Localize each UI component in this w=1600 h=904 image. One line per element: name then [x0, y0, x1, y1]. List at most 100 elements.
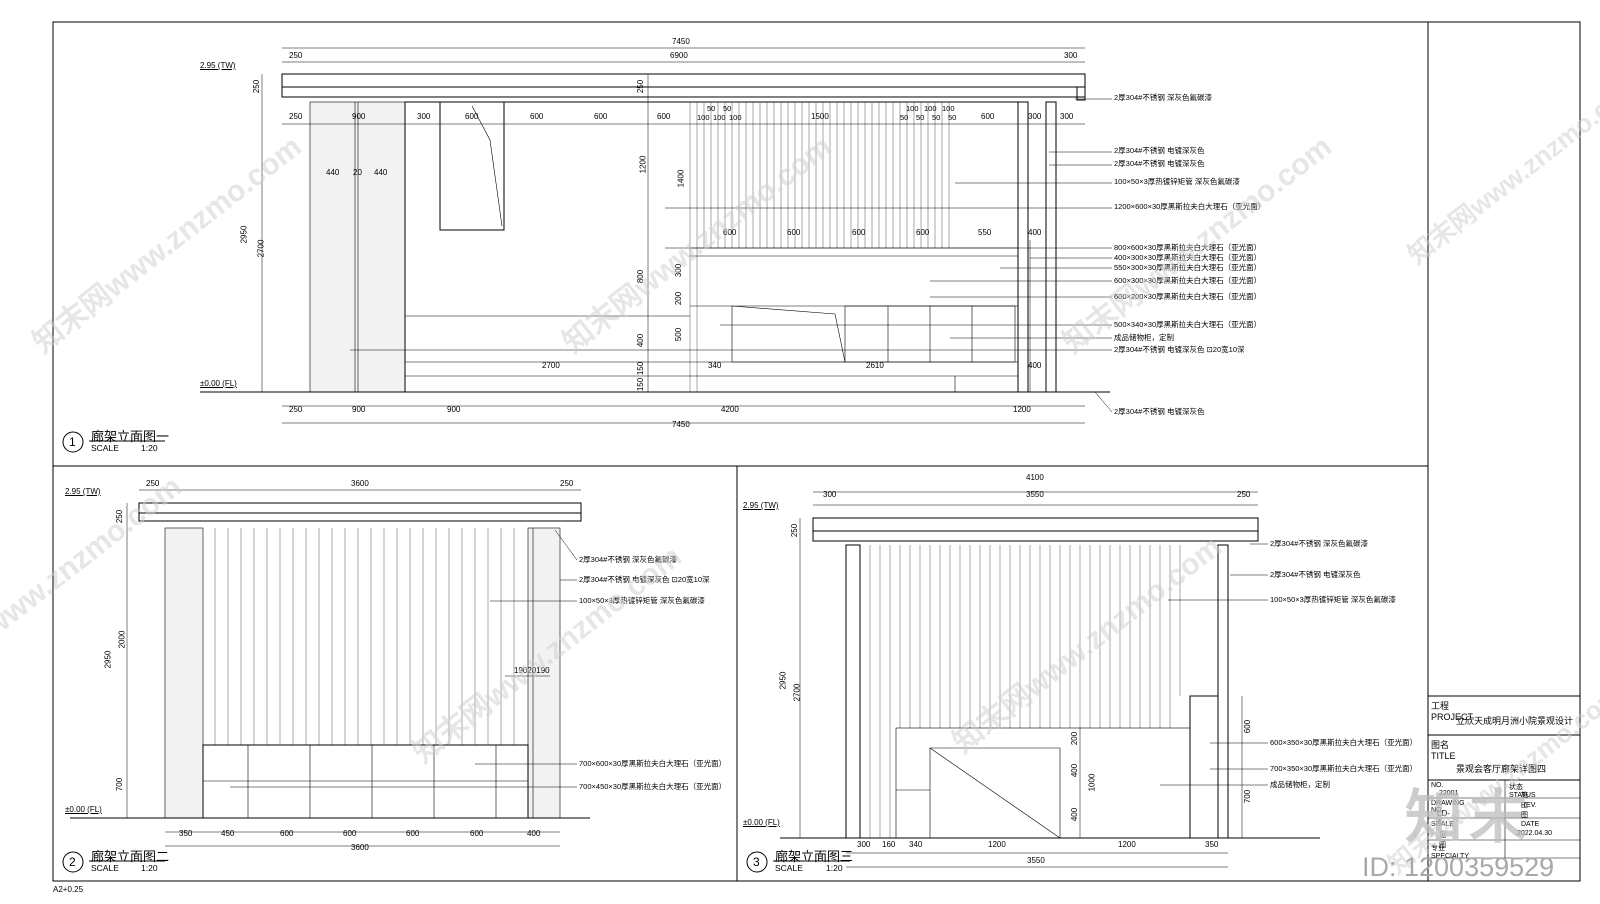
vert-dim-1200: 1200 [638, 155, 648, 174]
scale-value: 1:20 [141, 443, 158, 453]
note: 1200×600×30厚黑斯拉夫白大理石（亚光面） [1114, 202, 1266, 211]
top-dim-right: 250 [560, 479, 574, 488]
note: 2厚304#不锈钢 深灰色氟碳漆 [1114, 93, 1212, 102]
left-dim-beam: 250 [790, 523, 800, 538]
elevation-top-label: 2.95 (TW) [743, 501, 779, 510]
title-name: 景观会客厅廊架详图四 [1456, 764, 1547, 774]
top-dim-left: 300 [823, 490, 837, 499]
date-value: 2022.04.30 [1517, 830, 1553, 837]
top-beam-2 [138, 512, 582, 522]
stone-pillar [1189, 695, 1219, 839]
window-glass-line [471, 105, 503, 227]
row1-dim: 300 [1028, 112, 1042, 121]
door-dim: 440 [326, 168, 340, 177]
bottom-dim: 600 [280, 829, 294, 838]
door-dim: 20 [353, 168, 362, 177]
note: 600×200×30厚黑斯拉夫白大理石（亚光面） [1114, 292, 1262, 301]
note: 100×50×3厚热镀锌矩管 深灰色氟碳漆 [1270, 595, 1396, 604]
slat-dim: 50 [932, 113, 941, 122]
no-value: 22001 [1439, 790, 1459, 797]
status-label: 状态 STATUS [1509, 784, 1536, 799]
title-block-grid [1428, 695, 1580, 859]
elevation-3 [746, 491, 1320, 873]
slat-dim: 50 [900, 113, 909, 122]
no-label: NO. [1431, 782, 1444, 789]
scale-label: SCALE [91, 443, 119, 453]
note: 2厚304#不锈钢 电镀深灰色 [1270, 570, 1361, 579]
vert-dim-500: 500 [674, 327, 684, 342]
right-stone-column [527, 527, 561, 819]
row1-dim: 600 [657, 112, 671, 121]
note: 400×300×30厚黑斯拉夫白大理石（亚光面） [1114, 253, 1262, 262]
door-dim: 440 [374, 168, 388, 177]
project-label: 工程 PROJECT [1431, 701, 1474, 722]
top-dim-left: 250 [146, 479, 160, 488]
vert-dim-1000: 1000 [1087, 773, 1097, 792]
top-dim-middle: 3600 [351, 479, 369, 488]
slat-dim: 100 [942, 104, 955, 113]
specialty-label: 专业 SPECIALTY [1431, 845, 1469, 860]
elevation-1 [62, 47, 1113, 453]
row3-dim: 2700 [542, 361, 560, 370]
elevation-base-label: ±0.00 (FL) [65, 805, 102, 814]
left-stone-column [164, 527, 204, 819]
leader-lines-2 [230, 529, 578, 788]
drawing-number: 1 [69, 435, 76, 449]
top-beam-1 [281, 73, 1086, 88]
top-dim-overall: 4100 [1026, 473, 1044, 482]
elevation-top-label: 2.95 (TW) [200, 61, 236, 70]
top-beam-1 [138, 502, 582, 514]
vert-dim-600: 600 [1243, 719, 1253, 734]
row1-dim: 600 [981, 112, 995, 121]
leader-lines-1 [350, 98, 1113, 413]
bottom-overall: 7450 [672, 420, 690, 429]
bench-slope [731, 305, 846, 363]
left-dim-overall: 2950 [778, 671, 788, 690]
left-stone-column [309, 101, 406, 393]
note: 700×450×30厚黑斯拉夫白大理石（亚光面） [579, 782, 727, 791]
row1-dim: 300 [417, 112, 431, 121]
note: 2厚304#不锈钢 电镀深灰色 [1114, 407, 1205, 416]
slat-dim: 100 [906, 104, 919, 113]
note: 600×300×30厚黑斯拉夫白大理石（亚光面） [1114, 276, 1262, 285]
scale-value: 1:20 [141, 863, 158, 873]
vertical-slats [689, 102, 950, 392]
drawing-title: 廊架立面图二 [91, 849, 170, 864]
top-dim-left: 250 [289, 51, 303, 60]
gap-dim: 19020190 [514, 666, 550, 675]
slat-dim: 100 [729, 113, 742, 122]
vert-dim-400b: 400 [1070, 807, 1080, 822]
row3-dim: 400 [1028, 361, 1042, 370]
bottom-dim: 300 [857, 840, 871, 849]
left-dim-post: 2700 [256, 239, 266, 258]
drawing-number-circle [62, 431, 84, 453]
left-dim-post: 2700 [792, 683, 802, 702]
top-dim-middle: 6900 [670, 51, 688, 60]
top-dim-right: 250 [1237, 490, 1251, 499]
slat-dim: 100 [713, 113, 726, 122]
row2-dim: 600 [787, 228, 801, 237]
drawing-no-value: LD-4 [1437, 809, 1450, 827]
slat-dim: 50 [916, 113, 925, 122]
row1-dim: 900 [352, 112, 366, 121]
slat-dim: 100 [924, 104, 937, 113]
note: 700×350×30厚黑斯拉夫白大理石（亚光面） [1270, 764, 1418, 773]
vert-dim-150b: 150 [636, 377, 646, 392]
row1-dim: 1500 [811, 112, 829, 121]
date-label: DATE [1521, 821, 1540, 828]
drawing-number: 3 [753, 855, 760, 869]
image-id: ID: 1200359529 [1362, 852, 1555, 882]
note: 600×350×30厚黑斯拉夫白大理石（亚光面） [1270, 738, 1418, 747]
drawing-title: 廊架立面图三 [775, 849, 854, 864]
vert-dim-400a: 400 [1070, 763, 1080, 778]
note: 2厚304#不锈钢 电镀深灰色 ⊡20宽10深 [579, 575, 710, 584]
right-post [1017, 101, 1029, 393]
bottom-dim: 900 [447, 405, 461, 414]
bottom-dim: 1200 [1118, 840, 1136, 849]
row2-dim: 600 [852, 228, 866, 237]
beam-end-cap [1076, 86, 1086, 101]
bottom-dim: 600 [343, 829, 357, 838]
slat-dim: 50 [723, 104, 732, 113]
slat-dim: 100 [697, 113, 710, 122]
